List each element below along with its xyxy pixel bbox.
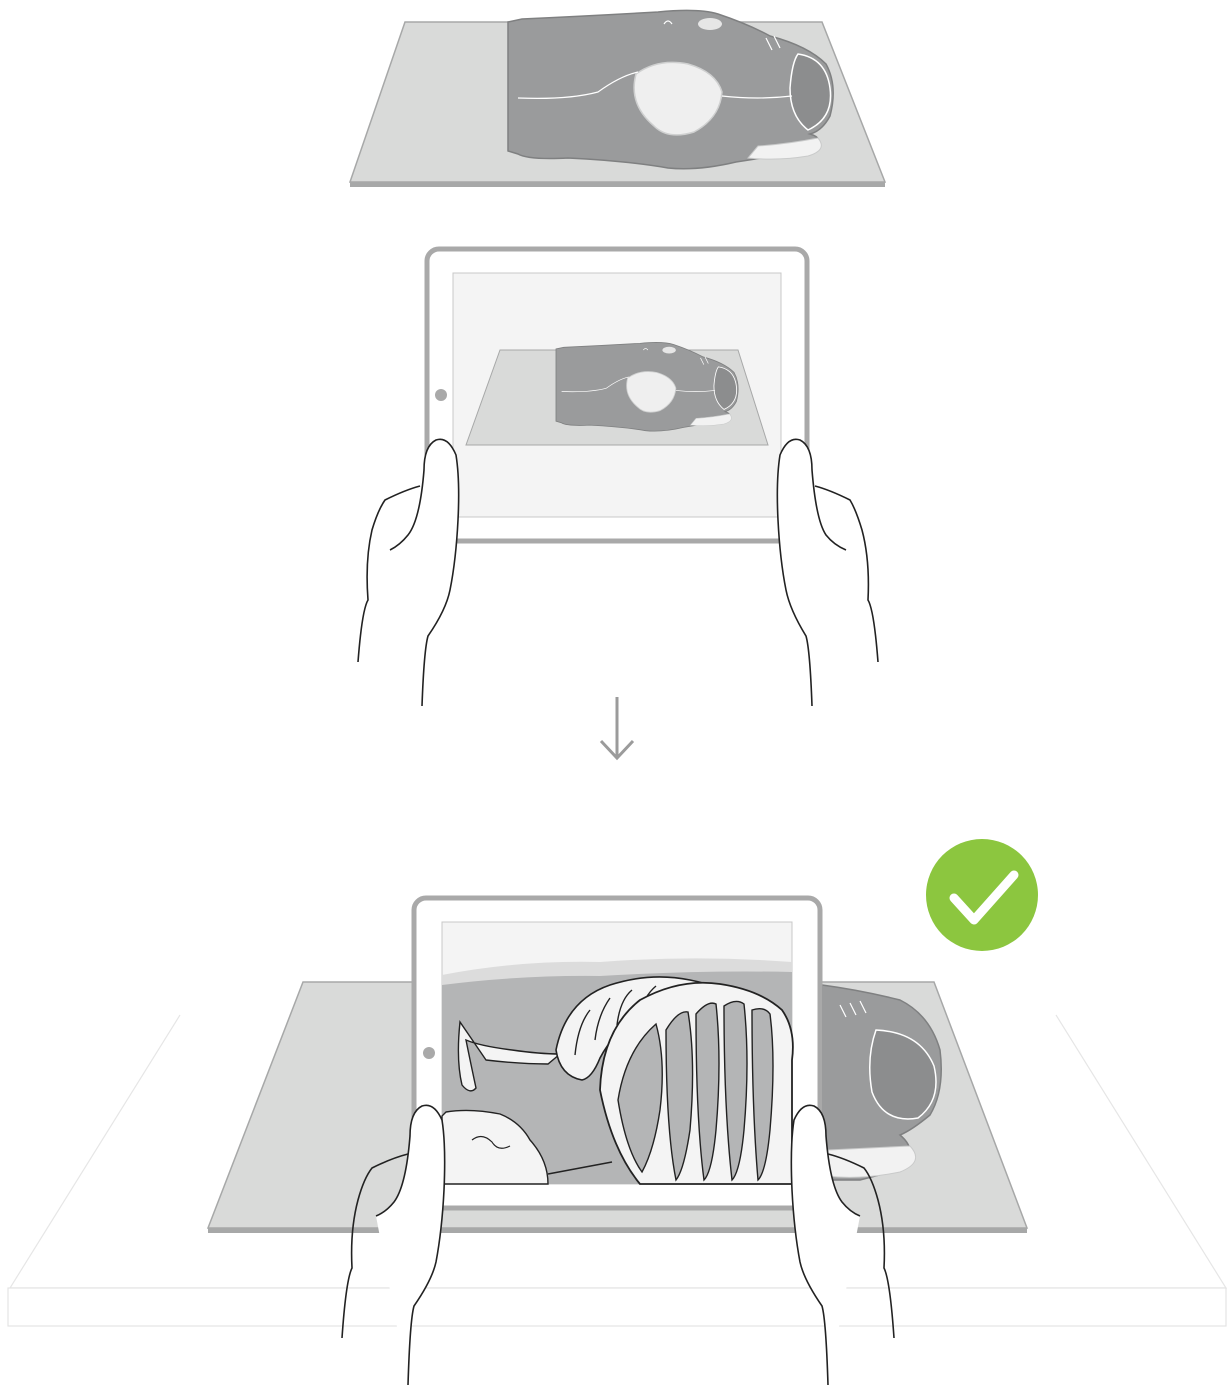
success-badge [926, 839, 1038, 951]
home-button-icon [423, 1047, 435, 1059]
screen-preview [466, 342, 768, 445]
mat-edge [350, 182, 885, 187]
arrow-down-icon [601, 697, 633, 758]
ribcage-front [600, 983, 793, 1184]
checkmark-icon [926, 839, 1038, 951]
tablet-held-in-hands-icon [358, 249, 878, 706]
scan-target [350, 10, 885, 187]
left-hand [358, 439, 459, 706]
tablet-ar-ribcage-overlay-icon [442, 958, 793, 1184]
mat-edge [208, 1228, 1027, 1233]
ar-overlay-result [8, 898, 1226, 1385]
right-hand [777, 439, 878, 706]
home-button-icon [435, 389, 447, 401]
